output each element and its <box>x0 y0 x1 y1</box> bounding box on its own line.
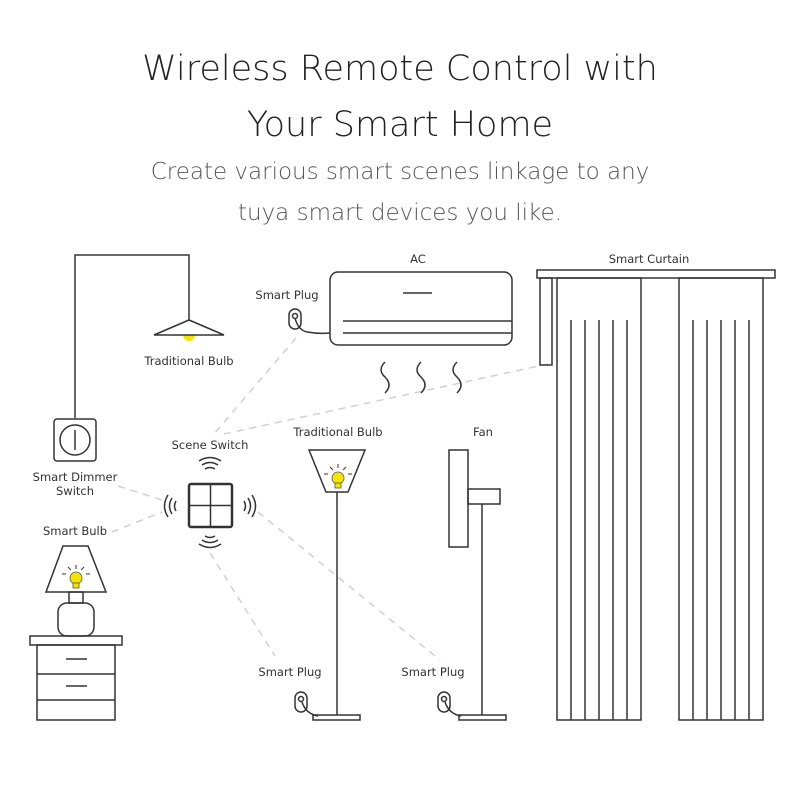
pendant-lamp <box>74 254 225 418</box>
scene-switch-label: Scene Switch <box>172 438 249 452</box>
bulb-icon <box>331 471 345 485</box>
floor-lamp-icon <box>307 449 367 721</box>
wireless-signal-icon <box>163 456 257 549</box>
curtain-label: Smart Curtain <box>609 252 690 266</box>
ac-label: AC <box>410 252 426 266</box>
fan-icon <box>448 449 507 721</box>
title-line-1: Wireless Remote Control with <box>142 49 658 89</box>
subtitle-line-2: tuya smart devices you like. <box>238 200 562 226</box>
table-lamp-icon <box>44 545 108 637</box>
fan-plug-label: Smart Plug <box>401 665 464 679</box>
smart-curtain-icon <box>536 269 776 721</box>
title-line-2: Your Smart Home <box>247 105 553 145</box>
subtitle-line-1: Create various smart scenes linkage to a… <box>151 159 650 185</box>
smart-plug-icon <box>288 308 331 335</box>
fan-label: Fan <box>473 425 493 439</box>
smart-plug-icon <box>294 691 319 717</box>
dimmer-label-1: Smart Dimmer <box>33 470 118 484</box>
ac-plug-label: Smart Plug <box>255 288 318 302</box>
pendant-bulb-label: Traditional Bulb <box>143 354 233 368</box>
wireless-links <box>111 337 549 661</box>
bulb-icon <box>183 335 195 341</box>
dimmer-switch-icon <box>53 418 97 462</box>
smart-bulb-label: Smart Bulb <box>43 524 107 538</box>
bulb-icon <box>69 571 83 585</box>
dimmer-label-2: Switch <box>56 484 94 498</box>
scene-switch[interactable] <box>187 482 234 529</box>
floor-bulb-label: Traditional Bulb <box>292 425 382 439</box>
air-conditioner-icon <box>329 271 513 394</box>
nightstand-icon <box>29 635 123 721</box>
floor-plug-label: Smart Plug <box>258 665 321 679</box>
smart-plug-icon <box>437 691 462 717</box>
